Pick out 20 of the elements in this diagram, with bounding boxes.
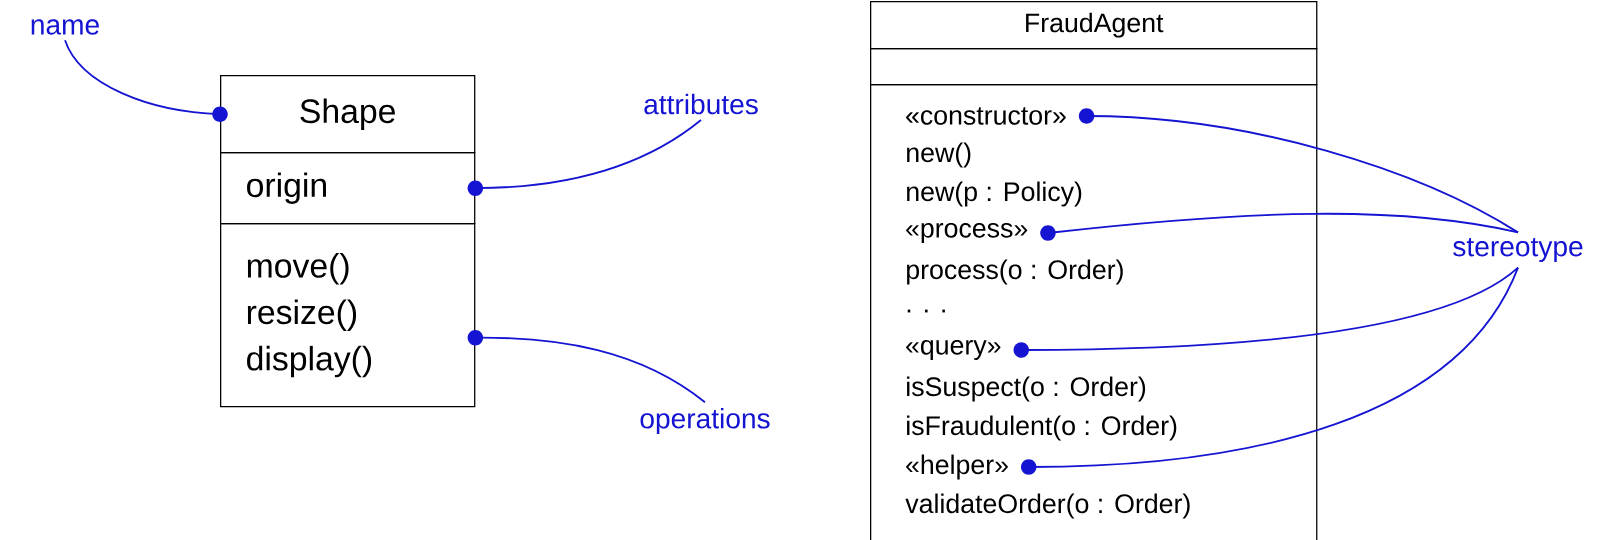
stereotype-text: «process» xyxy=(906,223,1028,243)
class-compartment: move() resize() display() xyxy=(220,223,476,408)
class-compartment xyxy=(870,48,1318,86)
annotation-label: stereotype xyxy=(1453,238,1583,262)
leader-line xyxy=(467,119,702,196)
stereotype-text: «helper» xyxy=(906,454,1008,480)
stereotype-text: «query» xyxy=(906,340,1001,360)
class-compartment: origin xyxy=(220,152,476,225)
leader-line xyxy=(1013,266,1519,358)
annotation-label: attributes xyxy=(644,93,758,115)
leader-line xyxy=(64,39,228,122)
leader-line xyxy=(467,329,706,404)
leader-line xyxy=(1040,212,1519,241)
class-compartment: Shape xyxy=(220,75,476,154)
class-compartment: FraudAgent xyxy=(870,1,1318,50)
leader-line xyxy=(1078,108,1519,234)
stereotype-text: «constructor» xyxy=(906,107,1066,125)
annotation-label: name xyxy=(31,19,99,35)
leader-line xyxy=(1020,266,1519,475)
annotation-label: operations xyxy=(640,407,770,435)
